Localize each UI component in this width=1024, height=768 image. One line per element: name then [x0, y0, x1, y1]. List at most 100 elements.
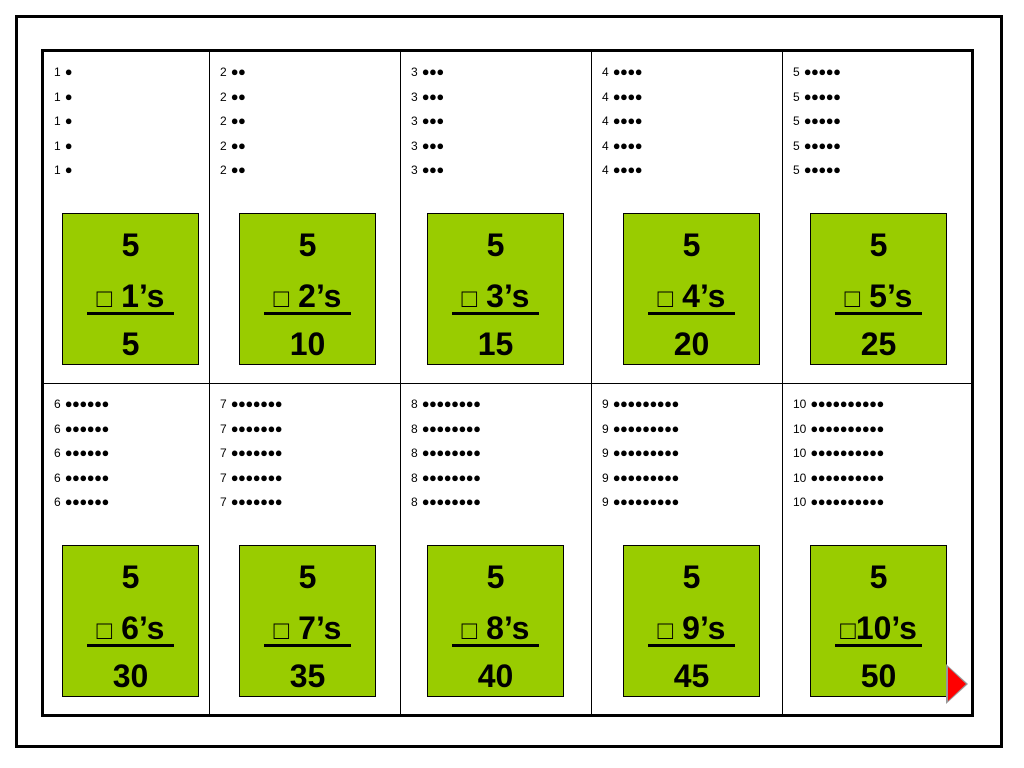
card-multiplier: 5	[298, 227, 317, 263]
dot-rows: 10●●●●●●●●●● 10●●●●●●●●●● 10●●●●●●●●●● 1…	[793, 392, 884, 515]
fraction-rule	[264, 644, 351, 647]
times-box-icon: □	[273, 615, 290, 645]
cell-10: 10●●●●●●●●●● 10●●●●●●●●●● 10●●●●●●●●●● 1…	[783, 384, 971, 714]
card-operation: □ 1’s	[96, 278, 165, 314]
fraction-rule	[264, 312, 351, 315]
card-multiplier: 5	[298, 559, 317, 595]
answer-card: 5 □ 6’s 30	[62, 545, 199, 697]
answer-card: 5 □ 2’s 10	[239, 213, 376, 365]
dot-row: 8●●●●●●●●	[411, 494, 481, 509]
times-box-icon: □	[461, 283, 478, 313]
card-multiplier: 5	[869, 227, 888, 263]
dot-rows: 5●●●●● 5●●●●● 5●●●●● 5●●●●● 5●●●●●	[793, 60, 841, 183]
fraction-rule	[835, 312, 922, 315]
card-product: 20	[673, 326, 710, 362]
cell-2: 2●● 2●● 2●● 2●● 2●● 5 □ 2’s 10	[210, 52, 401, 384]
cell-8: 8●●●●●●●● 8●●●●●●●● 8●●●●●●●● 8●●●●●●●● …	[401, 384, 592, 714]
card-product: 45	[673, 658, 710, 694]
answer-card: 5 □10’s 50	[810, 545, 947, 697]
dot-row: 2●●	[220, 88, 246, 104]
card-multiplier: 5	[486, 559, 505, 595]
card-operation: □ 7’s	[273, 610, 342, 646]
dot-rows: 8●●●●●●●● 8●●●●●●●● 8●●●●●●●● 8●●●●●●●● …	[411, 392, 481, 515]
dot-row: 2●●	[220, 64, 246, 79]
dot-row: 5●●●●●	[793, 113, 841, 128]
fraction-rule	[452, 644, 539, 647]
dot-row: 9●●●●●●●●●	[602, 469, 679, 485]
dot-row: 2●●	[220, 113, 246, 128]
dot-row: 5●●●●●	[793, 162, 841, 177]
cell-5: 5●●●●● 5●●●●● 5●●●●● 5●●●●● 5●●●●● 5 □ 5…	[783, 52, 971, 384]
dot-rows: 9●●●●●●●●● 9●●●●●●●●● 9●●●●●●●●● 9●●●●●●…	[602, 392, 679, 515]
dot-row: 6●●●●●●	[54, 445, 109, 460]
dot-row: 3●●●	[411, 137, 444, 153]
fraction-rule	[835, 644, 922, 647]
answer-card: 5 □ 3’s 15	[427, 213, 564, 365]
next-arrow-icon[interactable]	[948, 667, 966, 701]
dot-row: 5●●●●●	[793, 137, 841, 153]
card-multiplier: 5	[121, 227, 140, 263]
card-multiplier: 5	[682, 559, 701, 595]
dot-row: 9●●●●●●●●●	[602, 494, 679, 509]
dot-row: 5●●●●●	[793, 64, 841, 79]
dot-row: 1●	[54, 137, 73, 153]
dot-row: 8●●●●●●●●	[411, 396, 481, 411]
dot-row: 9●●●●●●●●●	[602, 445, 679, 460]
cell-9: 9●●●●●●●●● 9●●●●●●●●● 9●●●●●●●●● 9●●●●●●…	[592, 384, 783, 714]
cell-7: 7●●●●●●● 7●●●●●●● 7●●●●●●● 7●●●●●●● 7●●●…	[210, 384, 401, 714]
cell-1: 1● 1● 1● 1● 1● 5 □ 1’s 5	[44, 52, 210, 384]
dot-row: 4●●●●	[602, 113, 643, 128]
dot-row: 6●●●●●●	[54, 420, 109, 436]
dot-row: 9●●●●●●●●●	[602, 396, 679, 411]
answer-card: 5 □ 5’s 25	[810, 213, 947, 365]
times-box-icon: □	[844, 283, 861, 313]
card-operation: □ 2’s	[273, 278, 342, 314]
times-box-icon: □	[273, 283, 290, 313]
card-operation: □ 4’s	[657, 278, 726, 314]
card-product: 25	[860, 326, 897, 362]
fraction-rule	[648, 644, 735, 647]
times-box-icon: □	[657, 283, 674, 313]
times-box-icon: □	[461, 615, 478, 645]
dot-row: 8●●●●●●●●	[411, 445, 481, 460]
card-product: 10	[289, 326, 326, 362]
times-box-icon: □	[96, 283, 113, 313]
answer-card: 5 □ 8’s 40	[427, 545, 564, 697]
dot-row: 10●●●●●●●●●●	[793, 494, 884, 509]
dot-row: 2●●	[220, 162, 246, 177]
card-operation: □10’s	[840, 610, 917, 646]
dot-row: 7●●●●●●●	[220, 445, 283, 460]
card-multiplier: 5	[486, 227, 505, 263]
dot-row: 4●●●●	[602, 88, 643, 104]
fraction-rule	[87, 312, 174, 315]
dot-row: 3●●●	[411, 162, 444, 177]
dot-rows: 2●● 2●● 2●● 2●● 2●●	[220, 60, 246, 183]
dot-row: 7●●●●●●●	[220, 469, 283, 485]
card-product: 50	[860, 658, 897, 694]
dot-row: 1●	[54, 88, 73, 104]
multiplication-grid: 1● 1● 1● 1● 1● 5 □ 1’s 5 2●● 2●● 2●● 2●●…	[41, 49, 974, 717]
dot-row: 10●●●●●●●●●●	[793, 469, 884, 485]
card-operation: □ 3’s	[461, 278, 530, 314]
dot-row: 1●	[54, 113, 73, 128]
answer-card: 5 □ 9’s 45	[623, 545, 760, 697]
answer-card: 5 □ 7’s 35	[239, 545, 376, 697]
cell-3: 3●●● 3●●● 3●●● 3●●● 3●●● 5 □ 3’s 15	[401, 52, 592, 384]
times-box-icon: □	[840, 615, 856, 645]
dot-row: 4●●●●	[602, 64, 643, 79]
fraction-rule	[87, 644, 174, 647]
cell-4: 4●●●● 4●●●● 4●●●● 4●●●● 4●●●● 5 □ 4’s 20	[592, 52, 783, 384]
card-product: 15	[477, 326, 514, 362]
card-operation: □ 5’s	[844, 278, 913, 314]
card-product: 5	[121, 326, 140, 362]
dot-row: 9●●●●●●●●●	[602, 420, 679, 436]
card-product: 40	[477, 658, 514, 694]
dot-row: 6●●●●●●	[54, 396, 109, 411]
dot-rows: 4●●●● 4●●●● 4●●●● 4●●●● 4●●●●	[602, 60, 643, 183]
card-operation: □ 6’s	[96, 610, 165, 646]
dot-row: 7●●●●●●●	[220, 396, 283, 411]
card-multiplier: 5	[869, 559, 888, 595]
card-multiplier: 5	[121, 559, 140, 595]
card-operation: □ 9’s	[657, 610, 726, 646]
dot-row: 10●●●●●●●●●●	[793, 396, 884, 411]
